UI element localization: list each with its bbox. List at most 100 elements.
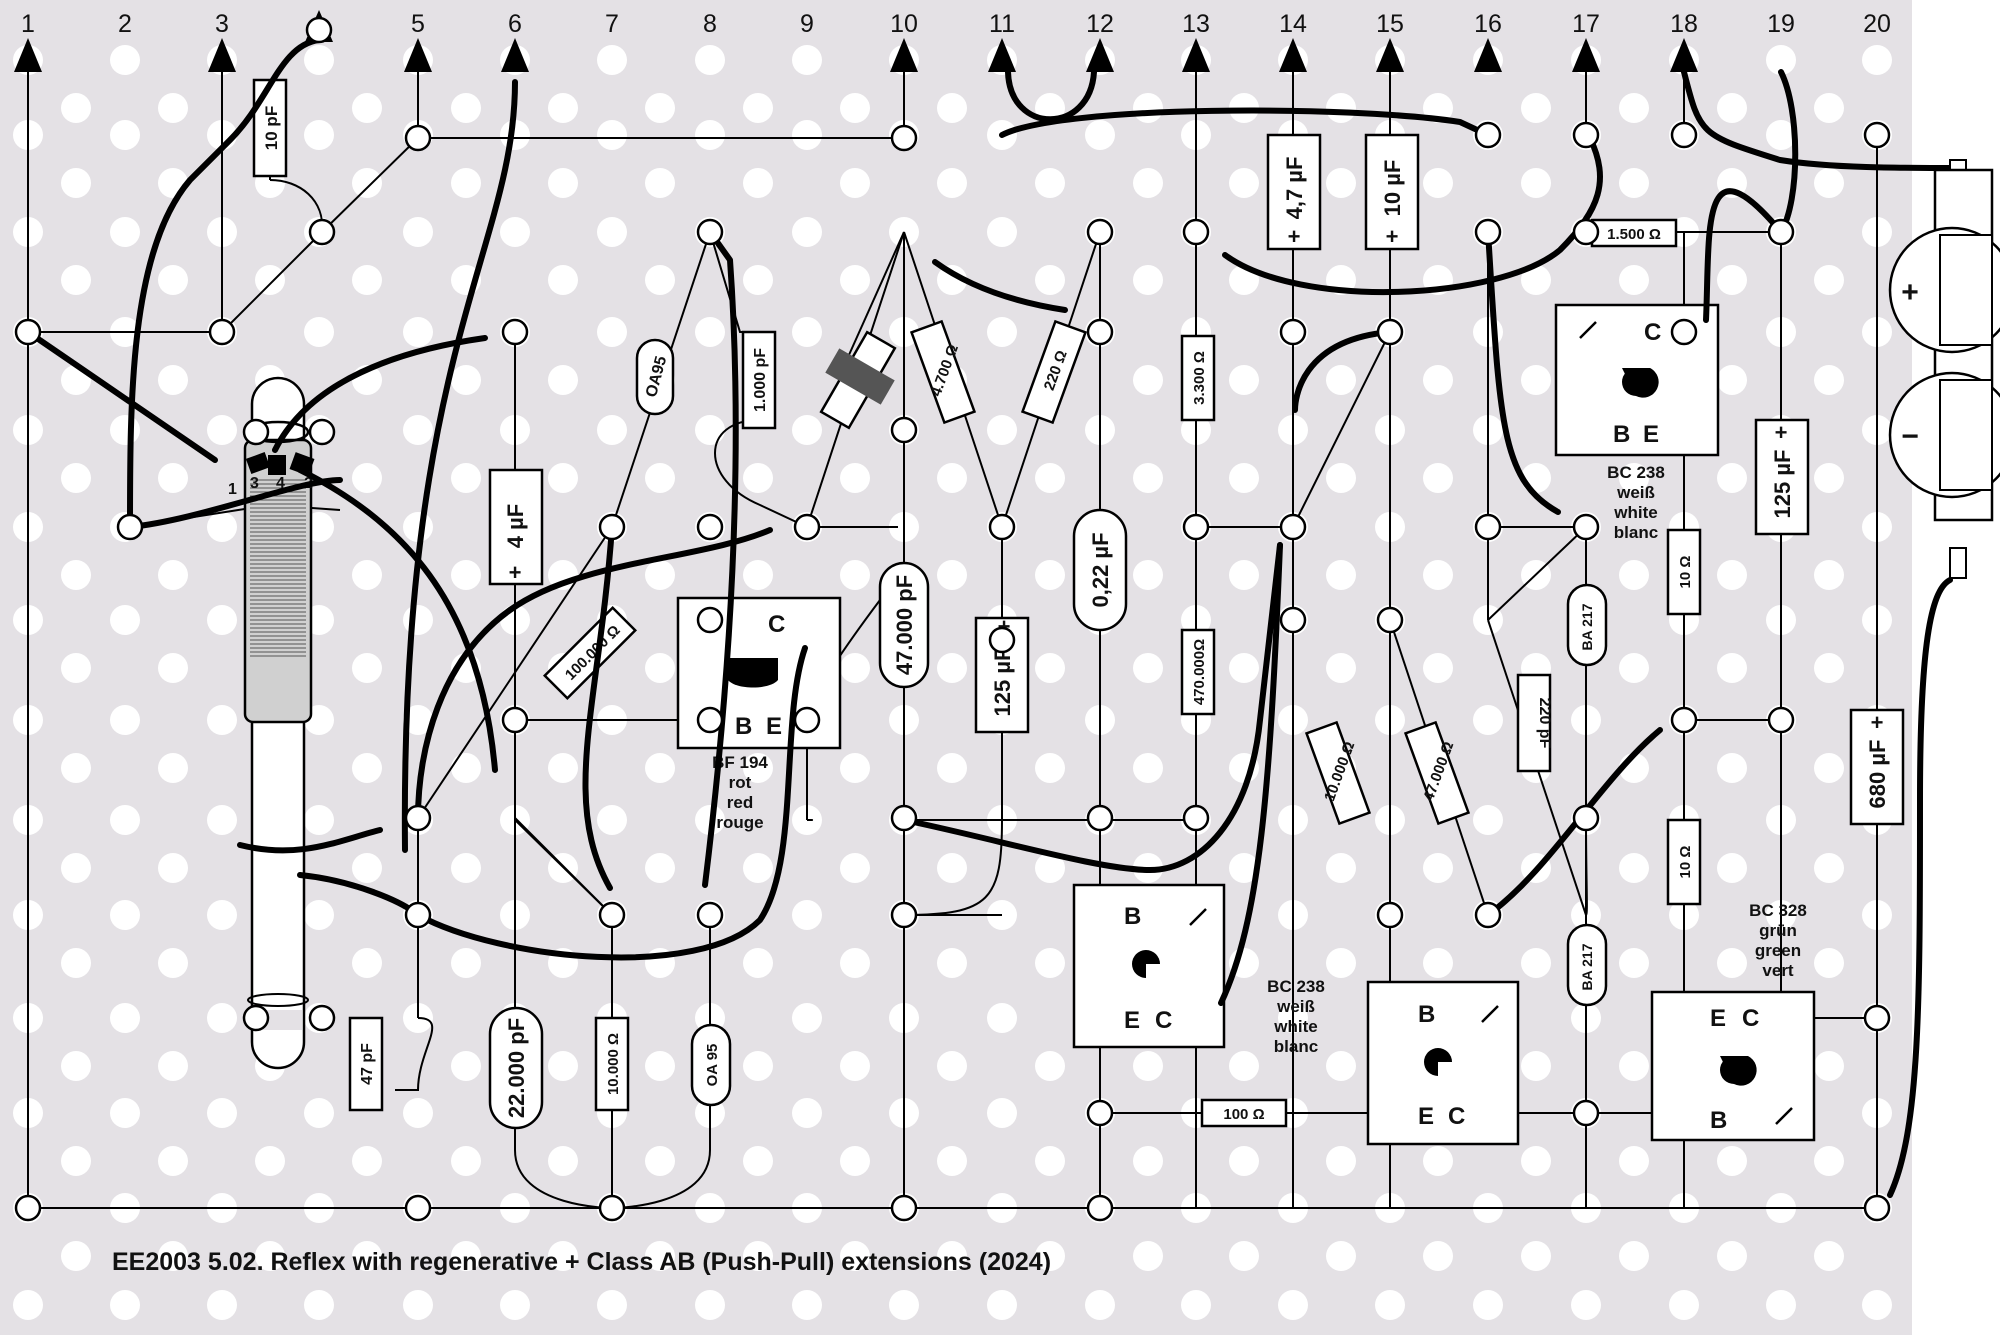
board-hole [1619,948,1649,978]
board-hole [792,120,822,150]
board-hole [403,415,433,445]
board-hole [110,605,140,635]
connection-node [1670,706,1698,734]
resistor-4700 [909,319,977,425]
coil-windings [250,479,306,657]
board-hole [1035,168,1065,198]
capacitor-4uf [488,468,544,586]
capacitor-680uf [1849,708,1905,826]
board-hole [207,1098,237,1128]
board-hole [207,512,237,542]
board-hole [840,653,870,683]
board-hole [451,948,481,978]
board-hole [110,1003,140,1033]
connection-node [1182,513,1210,541]
board-hole [451,93,481,123]
connection-node [308,218,336,246]
board-hole [1814,753,1844,783]
terminal-number: 10 [890,10,918,38]
board-hole [645,265,675,295]
board-hole [645,1241,675,1271]
board-hole [743,463,773,493]
board-hole [1229,463,1259,493]
board-hole [695,120,725,150]
board-hole [840,948,870,978]
board-hole [937,265,967,295]
board-hole [1181,1290,1211,1320]
connection-node [1863,121,1891,149]
connection-points [14,16,1891,1222]
bf194-pin-b: B [735,713,752,740]
board-hole [597,805,627,835]
board-hole [1229,1051,1259,1081]
board-hole [352,265,382,295]
capacitor-1000pf [741,330,777,430]
board-hole [1862,45,1892,75]
board-hole [1326,948,1356,978]
capacitor-125uf-mid-label: 125 µF [990,648,1015,717]
board-hole [1229,560,1259,590]
connection-node [988,626,1016,654]
connection-node [1086,1099,1114,1127]
board-hole [158,1241,188,1271]
diode-oa95-low-label: OA 95 [704,1044,721,1087]
board-hole [1133,93,1163,123]
connection-node [1279,513,1307,541]
board-hole [1035,653,1065,683]
board-hole [1326,168,1356,198]
board-hole [304,45,334,75]
connection-node [1086,218,1114,246]
board-hole [1035,1146,1065,1176]
board-hole [1619,560,1649,590]
diode-oa95-top [635,338,675,416]
terminal-number: 18 [1670,10,1698,38]
board-hole [937,93,967,123]
board-hole [792,45,822,75]
connection-node [1474,121,1502,149]
resistor-1500 [1590,218,1678,248]
connection-node [1572,218,1600,246]
resistor-470000 [1180,628,1216,716]
connection-node [308,1004,336,1032]
connection-node [305,16,333,44]
board-hole [1326,560,1356,590]
bc238-top-type: BC 238 [1607,463,1665,482]
connection-node [1279,606,1307,634]
board-hole [1717,365,1747,395]
board-hole [158,853,188,883]
board-hole [1619,93,1649,123]
resistor-47000 [1403,720,1471,826]
bf194-color-1: rot [729,773,752,792]
board-hole [1619,853,1649,883]
board-hole [451,463,481,493]
board-hole [1423,853,1453,883]
capacitor-125uf-right-label: 125 µF [1770,450,1795,519]
board-hole [1619,1146,1649,1176]
board-hole [792,1098,822,1128]
bf194-color-3: rouge [716,813,763,832]
diode-ba217-lower-label: BA 217 [1579,943,1595,990]
capacitor-47pf-label: 47 pF [359,1043,376,1085]
bc328-color-1: grün [1759,921,1797,940]
coil-pin-4: 4 [276,475,285,492]
board-hole [110,45,140,75]
board-hole [1035,93,1065,123]
board-hole [1717,93,1747,123]
connection-node [501,706,529,734]
terminal-number: 2 [118,10,132,38]
diode-ba217-upper-label: BA 217 [1579,603,1595,650]
board-hole [1521,1241,1551,1271]
board-hole [1766,1290,1796,1320]
battery-holder: + − [1888,159,2000,579]
terminal-number: 6 [508,10,522,38]
board-hole [1423,653,1453,683]
board-hole [61,853,91,883]
board-hole [1423,560,1453,590]
bc238-top-pin-b: B [1613,421,1630,448]
board-hole [403,705,433,735]
board-hole [1717,948,1747,978]
board-hole [840,560,870,590]
board-hole [1766,45,1796,75]
board-hole [840,265,870,295]
